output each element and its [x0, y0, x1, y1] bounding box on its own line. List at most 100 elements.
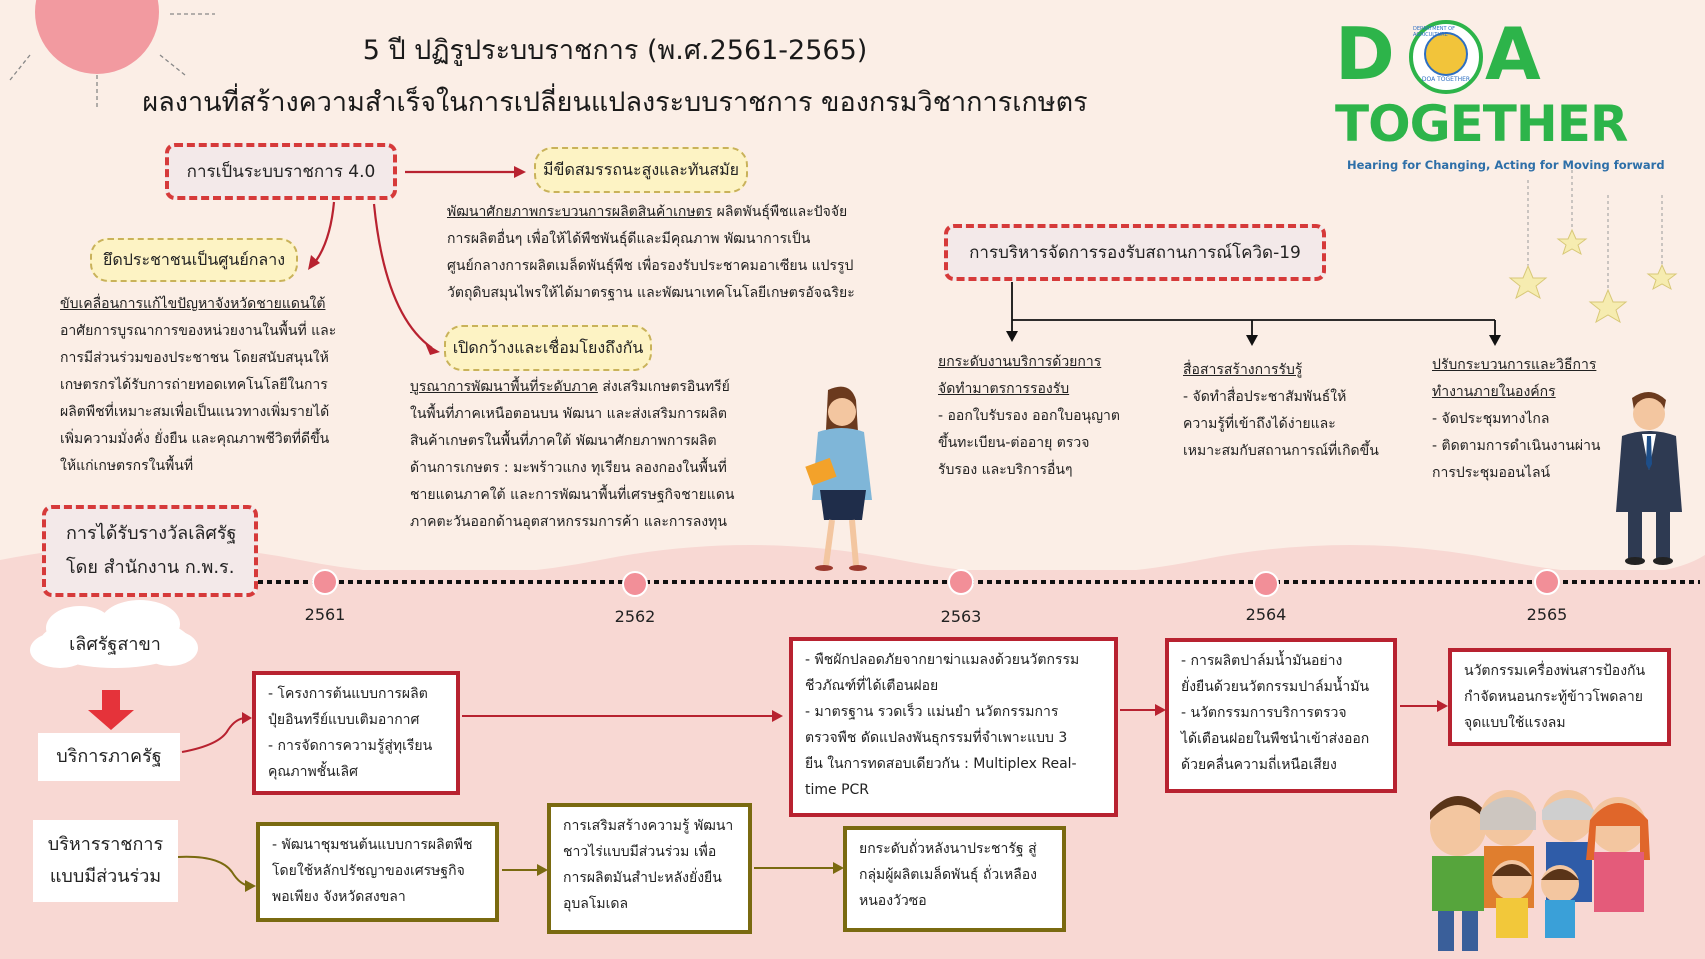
text-line: อุบลโมเดล — [563, 896, 629, 912]
text-line: - จัดประชุมทางไกล — [1432, 411, 1550, 427]
text-line: การเสริมสร้างความรู้ พัฒนา — [563, 818, 734, 834]
open-connected-link: บูรณาการพัฒนาพื้นที่ระดับภาค — [410, 379, 598, 395]
citizen-centric-text: ขับเคลื่อนการแก้ไขปัญหาจังหวัดชายแดนใต้ … — [60, 291, 370, 480]
businessman-illustration — [1616, 391, 1682, 565]
department-seal-icon: DOA TOGETHER DEPARTMENT OF AGRICULTURE — [1409, 20, 1483, 94]
text-line: ตรวจพืช ดัดแปลงพันธุกรรมที่จำเพาะแบบ 3 — [805, 730, 1068, 746]
text-line: - การจัดการความรู้สู่ทุเรียน — [268, 738, 433, 754]
text-line: - ออกใบรับรอง ออกใบอนุญาต — [938, 408, 1121, 424]
text-line: นวัตกรรมเครื่องพ่นสารป้องกัน — [1464, 663, 1646, 679]
text-line: การผลิตอื่นๆ เพื่อให้ได้พืชพันธุ์ดีและมี… — [447, 231, 811, 247]
text-line: ให้แก่เกษตรกรในพื้นที่ — [60, 458, 194, 474]
text-line: ปุ๋ยอินทรีย์แบบเติมอากาศ — [268, 712, 420, 728]
text-line: รับรอง และบริการอื่นๆ — [938, 462, 1073, 478]
text-line: จุดแบบใช้แรงลม — [1464, 715, 1566, 731]
businesswoman-illustration — [805, 386, 872, 571]
text-line: - พืชผักปลอดภัยจากยาฆ่าแมลงด้วยนวัตกรรม — [805, 652, 1080, 668]
text-line: time PCR — [805, 782, 870, 798]
logo-tagline: Hearing for Changing, Acting for Moving … — [1347, 158, 1665, 172]
text-line: การประชุมออนไลน์ — [1432, 465, 1551, 481]
timeline-dot — [312, 569, 338, 595]
text-line: การผลิตมันสำปะหลังยั่งยืน — [563, 870, 722, 886]
covid-item-heading: จัดทำมาตรการรองรับ — [938, 381, 1070, 397]
participatory-label: บริหารราชการ แบบมีส่วนร่วม — [33, 820, 178, 902]
text-line: ผลิตพืชที่เหมาะสมเพื่อเป็นแนวทางเพิ่มราย… — [60, 404, 330, 420]
seal-text-bottom: DOA TOGETHER — [1421, 75, 1471, 83]
text-line: กำจัดหนอนกระทู้ข้าวโพดลาย — [1464, 689, 1643, 705]
text-line: โดยใช้หลักปรัชญาของเศรษฐกิจ — [272, 863, 465, 879]
text-line: ชายแดนภาคใต้ และการพัฒนาพื้นที่เศรษฐกิจช… — [410, 487, 735, 503]
text-line: - การผลิตปาล์มน้ำมันอย่าง — [1181, 653, 1343, 669]
text-line: อาศัยการบูรณาการของหน่วยงานในพื้นที่ และ — [60, 323, 337, 339]
citizen-centric-link: ขับเคลื่อนการแก้ไขปัญหาจังหวัดชายแดนใต้ — [60, 296, 326, 312]
doa-together-logo: D DOA TOGETHER DEPARTMENT OF AGRICULTURE… — [1335, 14, 1675, 179]
text-line: เหมาะสมกับสถานการณ์ที่เกิดขึ้น — [1183, 443, 1379, 459]
cloud-shape — [30, 600, 198, 668]
public-service-box-2565: นวัตกรรมเครื่องพ่นสารป้องกัน กำจัดหนอนกร… — [1448, 648, 1671, 746]
citizen-centric-pill: ยึดประชาชนเป็นศูนย์กลาง — [90, 238, 298, 282]
timeline-year: 2565 — [1526, 605, 1568, 624]
text-line: - โครงการต้นแบบการผลิต — [268, 686, 428, 702]
participatory-box-2563: ยกระดับถั่วหลังนาประชารัฐ สู่ กลุ่มผู้ผล… — [843, 826, 1066, 932]
text-line: - พัฒนาชุมชนต้นแบบการผลิตพืช — [272, 837, 473, 853]
covid-item-heading: สื่อสารสร้างการรับรู้ — [1183, 362, 1303, 378]
page-title: 5 ปี ปฏิรูประบบราชการ (พ.ศ.2561-2565) — [362, 35, 868, 66]
text-line: วัตถุดิบสมุนไพรให้ได้มาตรฐาน และพัฒนาเทค… — [447, 285, 855, 301]
public-service-box-2561: - โครงการต้นแบบการผลิต ปุ๋ยอินทรีย์แบบเต… — [252, 671, 460, 795]
timeline-dot — [622, 571, 648, 597]
text-line: การมีส่วนร่วมของประชาชน โดยสนับสนุนให้ — [60, 350, 329, 366]
family-illustration — [1430, 790, 1650, 951]
timeline-dot — [1534, 569, 1560, 595]
text-line: ส่งเสริมเกษตรอินทรีย์ — [597, 379, 730, 395]
text-line: ความรู้ที่เข้าถึงได้ง่ายและ — [1183, 416, 1336, 432]
participatory-box-2562: การเสริมสร้างความรู้ พัฒนา ชาวไร่แบบมีส่… — [547, 803, 752, 934]
covid-item-heading: ปรับกระบวนการและวิธีการ — [1432, 357, 1597, 373]
text-line: ด้านการเกษตร : มะพร้าวแกง ทุเรียน ลองกอง… — [410, 460, 727, 476]
covid-item-heading: ยกระดับงานบริการด้วยการ — [938, 354, 1102, 370]
text-line: เพิ่มความมั่งคั่ง ยั่งยืน และคุณภาพชีวิต… — [60, 431, 330, 447]
timeline-dot — [948, 569, 974, 595]
award-box: การได้รับรางวัลเลิศรัฐ โดย สำนักงาน ก.พ.… — [42, 505, 258, 597]
text-line: - ติดตามการดำเนินงานผ่าน — [1432, 438, 1601, 454]
high-competency-link: พัฒนาศักยภาพกระบวนการผลิตสินค้าเกษตร — [447, 204, 713, 220]
text-line: สินค้าเกษตรในพื้นที่ภาคใต้ พัฒนาศักยภาพก… — [410, 433, 717, 449]
high-competency-text: พัฒนาศักยภาพกระบวนการผลิตสินค้าเกษตร ผลิ… — [447, 199, 892, 307]
timeline-dot — [1253, 571, 1279, 597]
public-service-box-2564: - การผลิตปาล์มน้ำมันอย่าง ยั่งยืนด้วยนวั… — [1165, 638, 1397, 793]
label-line: บริหารราชการ — [47, 834, 164, 855]
text-line: ชาวไร่แบบมีส่วนร่วม เพื่อ — [563, 844, 717, 860]
text-line: กลุ่มผู้ผลิตเมล็ดพันธุ์ ถั่วเหลือง — [859, 867, 1038, 883]
text-line: คุณภาพชั้นเลิศ — [268, 764, 358, 780]
award-line: โดย สำนักงาน ก.พ.ร. — [66, 557, 235, 578]
text-line: ในพื้นที่ภาคเหนือตอนบน พัฒนา และส่งเสริม… — [410, 406, 727, 422]
timeline-year: 2563 — [940, 607, 982, 626]
cloud-label: เลิศรัฐสาขา — [69, 634, 161, 655]
sun-icon — [35, 0, 159, 74]
covid-box: การบริหารจัดการรองรับสถานการณ์โควิด-19 — [944, 224, 1326, 281]
text-line: ชีวภัณฑ์ที่ได้เตือนฝอย — [805, 678, 939, 694]
text-line: หนองวัวซอ — [859, 893, 927, 909]
down-arrow-icon — [88, 690, 134, 730]
covid-item-communication: สื่อสารสร้างการรับรู้ - จัดทำสื่อประชาสั… — [1183, 357, 1413, 465]
high-competency-pill: มีขีดสมรรถนะสูงและทันสมัย — [534, 147, 748, 193]
page-subtitle: ผลงานที่สร้างความสำเร็จในการเปลี่ยนแปลงร… — [142, 87, 1088, 118]
text-line: ได้เตือนฝอยในพืชนำเข้าส่งออก — [1181, 731, 1370, 747]
public-service-box-2563: - พืชผักปลอดภัยจากยาฆ่าแมลงด้วยนวัตกรรม … — [789, 637, 1118, 817]
timeline-year: 2562 — [614, 607, 656, 626]
text-line: ศูนย์กลางการผลิตเมล็ดพันธุ์พืช เพื่อรองร… — [447, 258, 854, 274]
covid-item-heading: ทำงานภายในองค์กร — [1432, 384, 1556, 400]
participatory-box-2561: - พัฒนาชุมชนต้นแบบการผลิตพืช โดยใช้หลักป… — [256, 822, 499, 922]
covid-item-service: ยกระดับงานบริการด้วยการ จัดทำมาตรการรองร… — [938, 349, 1168, 484]
gov40-box: การเป็นระบบราชการ 4.0 — [165, 143, 397, 200]
text-line: เกษตรกรได้รับการถ่ายทอดเทคโนโลยีในการ — [60, 377, 328, 393]
text-line: ภาคตะวันออกด้านอุตสาหกรรมการค้า และการลง… — [410, 514, 727, 530]
text-line: พอเพียง จังหวัดสงขลา — [272, 889, 406, 905]
text-line: - นวัตกรรมการบริการตรวจ — [1181, 705, 1347, 721]
text-line: - จัดทำสื่อประชาสัมพันธ์ให้ — [1183, 389, 1347, 405]
timeline-year: 2564 — [1245, 605, 1287, 624]
logo-together: TOGETHER — [1335, 95, 1628, 153]
label-line: แบบมีส่วนร่วม — [49, 866, 162, 887]
open-connected-text: บูรณาการพัฒนาพื้นที่ระดับภาค ส่งเสริมเกษ… — [410, 374, 770, 536]
seal-text-top: DEPARTMENT OF AGRICULTURE — [1413, 26, 1455, 38]
text-line: ด้วยคลื่นความถี่เหนือเสียง — [1181, 757, 1337, 773]
